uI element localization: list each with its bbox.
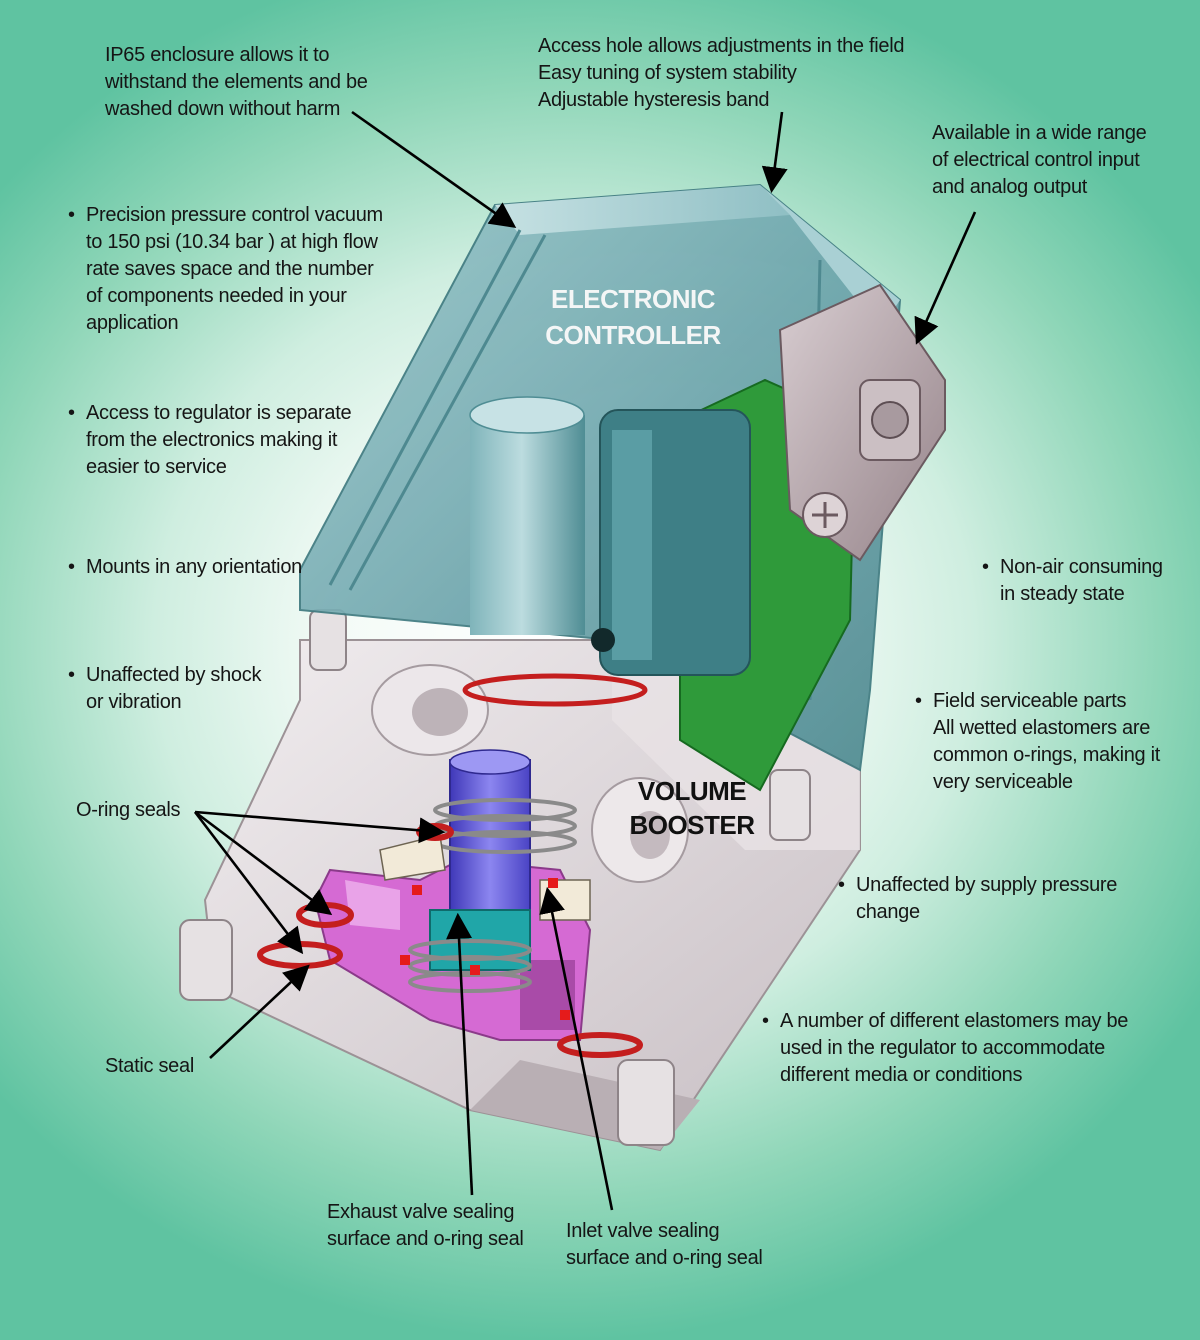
callout-supply: Unaffected by supply pressure change (838, 872, 1117, 926)
callout-electrical: Available in a wide range of electrical … (932, 120, 1147, 201)
callout-inlet: Inlet valve sealing surface and o-ring s… (566, 1218, 763, 1272)
callout-line: from the electronics making it (86, 429, 338, 451)
callout-line: common o-rings, making it (933, 744, 1161, 766)
callout-shock: Unaffected by shock or vibration (68, 662, 261, 716)
callout-line: Available in a wide range (932, 122, 1147, 144)
callout-non-air: Non-air consuming in steady state (982, 554, 1163, 608)
callout-line: used in the regulator to accommodate (780, 1037, 1105, 1059)
callout-line: IP65 enclosure allows it to (105, 44, 330, 66)
callout-line: Unaffected by shock (68, 662, 261, 689)
callout-line: Adjustable hysteresis band (538, 89, 770, 111)
callout-line: or vibration (86, 691, 182, 713)
callout-line: withstand the elements and be (105, 71, 368, 93)
callout-access-regulator: Access to regulator is separate from the… (68, 400, 352, 481)
callout-line: easier to service (86, 456, 227, 478)
callout-line: different media or conditions (780, 1064, 1023, 1086)
callout-static: Static seal (105, 1053, 194, 1080)
electrical-connector (778, 283, 946, 562)
callout-elastomers: A number of different elastomers may be … (762, 1008, 1128, 1089)
callout-line: Non-air consuming (982, 554, 1163, 581)
callout-line: surface and o-ring seal (566, 1247, 763, 1269)
callout-line: Access hole allows adjustments in the fi… (538, 35, 905, 57)
controller-label-line-2: CONTROLLER (545, 320, 721, 350)
callout-access-hole: Access hole allows adjustments in the fi… (538, 33, 904, 114)
callout-line: Inlet valve sealing (566, 1220, 720, 1242)
callout-oring: O-ring seals (76, 797, 181, 824)
callout-mounts: Mounts in any orientation (68, 554, 302, 581)
callout-line: Precision pressure control vacuum (68, 202, 383, 229)
callout-line: washed down without harm (105, 98, 341, 120)
callout-line: of electrical control input (932, 149, 1140, 171)
callout-line: O-ring seals (76, 799, 181, 821)
callout-line: change (856, 901, 920, 923)
booster-label-line-1: VOLUME (638, 776, 746, 806)
callout-ip65: IP65 enclosure allows it to withstand th… (105, 42, 368, 123)
callout-line: Static seal (105, 1055, 194, 1077)
callout-line: very serviceable (933, 771, 1073, 793)
callout-line: Easy tuning of system stability (538, 62, 797, 84)
controller-label-line-1: ELECTRONIC (551, 284, 716, 314)
callout-line: application (86, 312, 179, 334)
callout-line: to 150 psi (10.34 bar ) at high flow (86, 231, 378, 253)
callout-exhaust: Exhaust valve sealing surface and o-ring… (327, 1199, 524, 1253)
callout-line: Unaffected by supply pressure (838, 872, 1117, 899)
callout-line: Mounts in any orientation (68, 554, 302, 581)
callout-line: Field serviceable parts (915, 688, 1160, 715)
callout-line: and analog output (932, 176, 1088, 198)
callout-precision: Precision pressure control vacuum to 150… (68, 202, 383, 337)
callout-line: surface and o-ring seal (327, 1228, 524, 1250)
callout-line: of components needed in your (86, 285, 347, 307)
callout-line: Access to regulator is separate (68, 400, 352, 427)
callout-line: A number of different elastomers may be (762, 1008, 1128, 1035)
callout-field: Field serviceable parts All wetted elast… (915, 688, 1160, 796)
callout-line: All wetted elastomers are (933, 717, 1151, 739)
callout-line: in steady state (1000, 583, 1125, 605)
callout-line: rate saves space and the number (86, 258, 374, 280)
callout-line: Exhaust valve sealing (327, 1201, 515, 1223)
electronic-controller-enclosure (299, 183, 902, 792)
booster-label-line-2: BOOSTER (629, 810, 755, 840)
